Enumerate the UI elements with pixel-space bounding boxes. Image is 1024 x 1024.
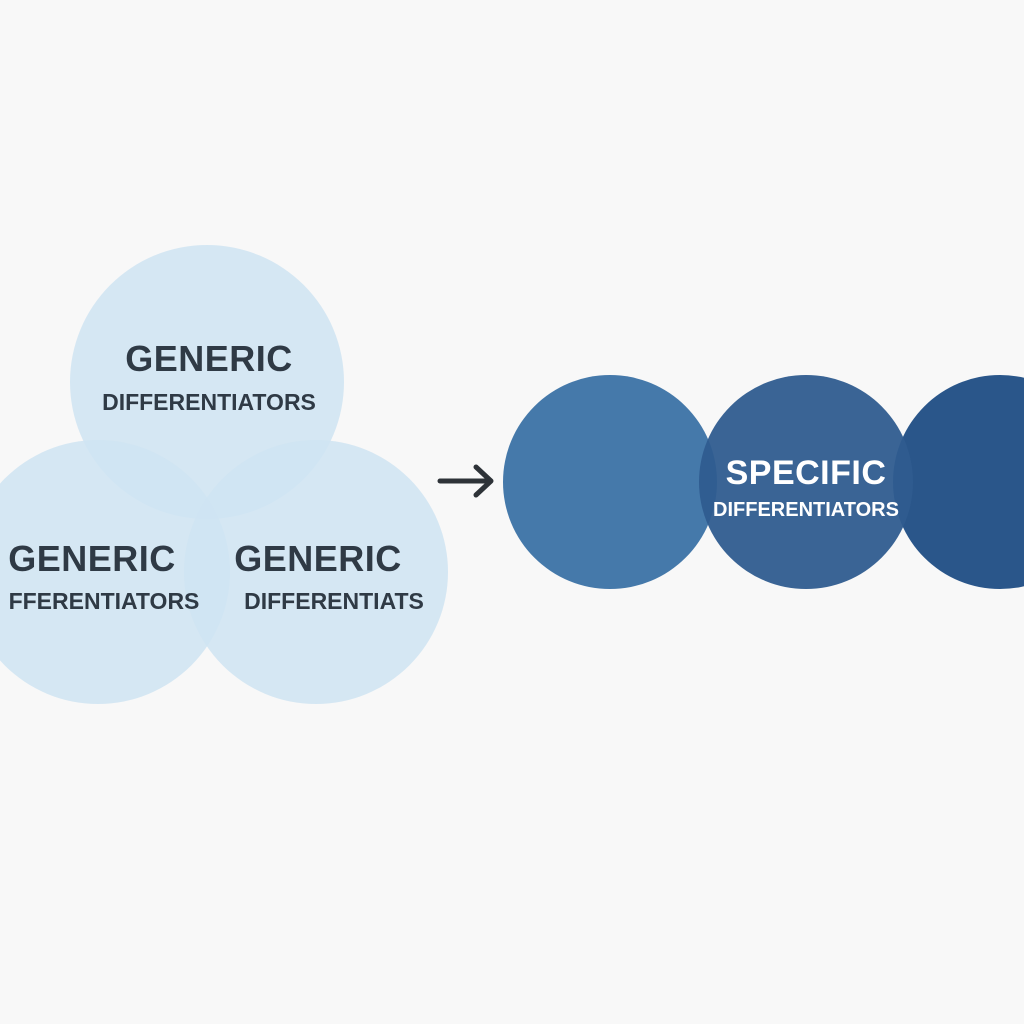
- generic-right-subtitle: DIFFERENTIATS: [244, 588, 424, 614]
- generic-top-title: GENERIC: [125, 338, 293, 379]
- generic-top-subtitle: DIFFERENTIATORS: [102, 389, 316, 415]
- specific-circle-center: [699, 375, 913, 589]
- generic-circle-right: [184, 440, 448, 704]
- specific-center-title: SPECIFIC: [726, 454, 887, 492]
- arrow-right-icon: [437, 464, 494, 498]
- generic-group: GENERIC DIFFERENTIATORS GENERIC FFERENTI…: [0, 245, 448, 704]
- specific-circle-right: [893, 375, 1024, 589]
- generic-circle-left: [0, 440, 230, 704]
- generic-right-title: GENERIC: [234, 538, 402, 579]
- generic-left-title: GENERIC: [8, 538, 176, 579]
- specific-center-subtitle: DIFFERENTIATORS: [713, 499, 899, 521]
- specific-circle-left: [503, 375, 717, 589]
- specific-group: SPECIFIC DIFFERENTIATORS: [503, 375, 1024, 589]
- generic-left-subtitle: FFERENTIATORS: [9, 588, 200, 614]
